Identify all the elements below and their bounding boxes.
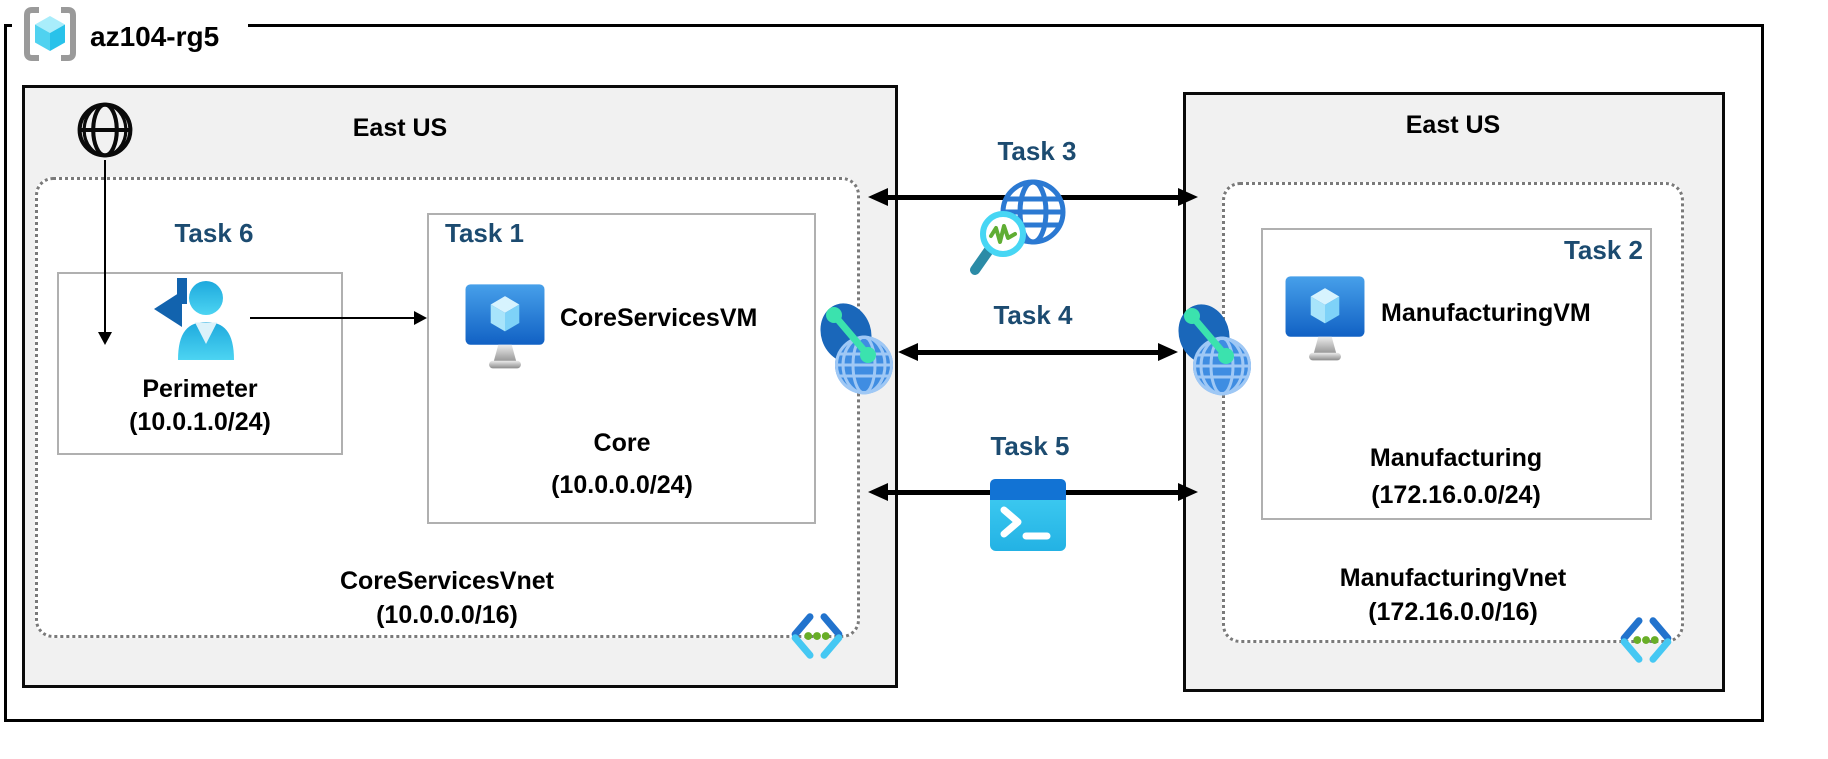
manufacturing-subnet-cidr: (172.16.0.0/24) [1371, 481, 1541, 509]
perimeter-subnet-name: Perimeter [142, 375, 258, 403]
task4-label: Task 4 [993, 300, 1073, 330]
resource-group-name: az104-rg5 [90, 21, 220, 52]
internet-to-perimeter-arrow [98, 160, 112, 345]
manufacturing-virtual-network-icon [1618, 615, 1674, 665]
task2-label: Task 2 [1563, 235, 1643, 265]
core-services-vnet-cidr: (10.0.0.0/16) [376, 601, 518, 629]
manufacturing-vnet-cidr: (172.16.0.0/16) [1368, 598, 1538, 626]
resource-group-icon [22, 6, 78, 62]
core-vm-name: CoreServicesVM [560, 304, 758, 332]
resource-group-border-gap [12, 21, 248, 30]
core-services-vnet-name: CoreServicesVnet [339, 567, 554, 595]
core-subnet-cidr: (10.0.0.0/24) [551, 471, 693, 499]
guest-user-icon [146, 276, 238, 362]
task4-connection-arrow [898, 342, 1178, 362]
internet-globe-icon [76, 101, 134, 159]
task6-label: Task 6 [174, 218, 254, 248]
core-virtual-network-icon [789, 611, 845, 661]
cloud-shell-icon [990, 479, 1066, 551]
task3-label: Task 3 [997, 136, 1077, 166]
perimeter-subnet-cidr: (10.0.1.0/24) [129, 408, 271, 436]
task1-label: Task 1 [445, 218, 525, 248]
perimeter-to-core-arrow [250, 311, 427, 325]
manufacturing-vm-icon [1283, 273, 1367, 367]
right-network-interface-icon [1178, 304, 1252, 400]
right-region-title: East US [1405, 111, 1501, 139]
core-vm-icon [463, 281, 547, 375]
manufacturing-vnet-name: ManufacturingVnet [1339, 564, 1567, 592]
manufacturing-subnet-box [1261, 228, 1652, 520]
manufacturing-subnet-name: Manufacturing [1369, 444, 1543, 472]
core-subnet-box [427, 213, 816, 524]
network-watcher-icon [965, 172, 1075, 282]
task5-label: Task 5 [990, 431, 1070, 461]
core-subnet-name: Core [593, 429, 651, 457]
left-network-interface-icon [820, 303, 894, 399]
manufacturing-vm-name: ManufacturingVM [1381, 299, 1591, 327]
resource-group-frame [4, 24, 1764, 722]
left-region-title: East US [352, 114, 448, 142]
